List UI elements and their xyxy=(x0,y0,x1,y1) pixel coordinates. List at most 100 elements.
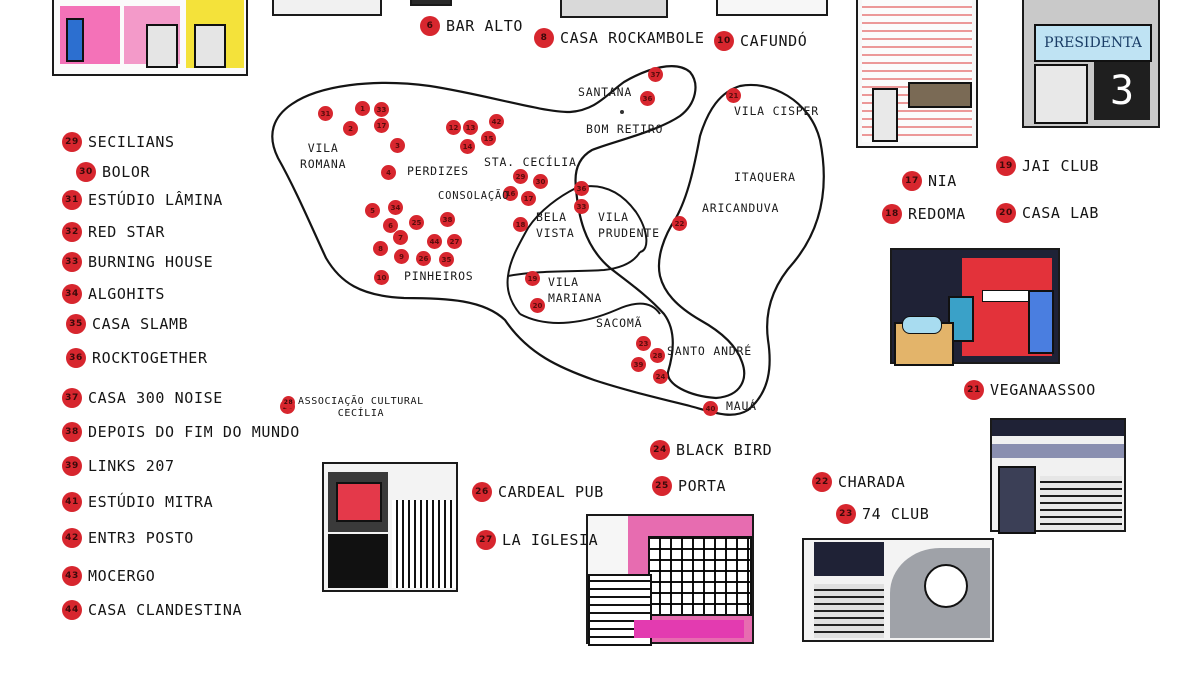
santana-dot xyxy=(620,110,624,114)
building-red-tower xyxy=(856,0,978,148)
legend-name: MOCERGO xyxy=(88,567,156,585)
map-pin[interactable]: 30 xyxy=(533,174,548,189)
venue-badge: 25 xyxy=(652,476,672,496)
map-pin[interactable]: 9 xyxy=(394,249,409,264)
map-pin[interactable]: 18 xyxy=(513,217,528,232)
map-pin[interactable]: 10 xyxy=(374,270,389,285)
venue-badge: 19 xyxy=(996,156,1016,176)
venue-name: REDOMA xyxy=(908,205,966,223)
venue-24: 24 BLACK BIRD xyxy=(650,440,772,460)
venue-6: 6 BAR ALTO xyxy=(420,16,523,36)
city-outline xyxy=(271,65,825,416)
district-bela-vista: BELA VISTA xyxy=(536,210,575,240)
venue-name: JAI CLUB xyxy=(1022,157,1100,175)
map-pin[interactable]: 5 xyxy=(365,203,380,218)
venue-name: CHARADA xyxy=(838,473,906,491)
venue-23: 23 74 CLUB xyxy=(836,504,929,524)
legend-badge: 44 xyxy=(62,600,82,620)
venue-21: 21 VEGANAASSOO xyxy=(964,380,1096,400)
map-pin[interactable]: 14 xyxy=(460,139,475,154)
venue-19: 19 JAI CLUB xyxy=(996,156,1099,176)
map-pin[interactable]: 39 xyxy=(631,357,646,372)
map-pin[interactable]: 35 xyxy=(439,252,454,267)
district-consolacao: CONSOLAÇÃO xyxy=(438,190,510,202)
building-top-left xyxy=(52,0,248,76)
map-pin[interactable]: 22 xyxy=(672,216,687,231)
legend-badge: 29 xyxy=(62,132,82,152)
map-pin[interactable]: 34 xyxy=(388,200,403,215)
building-top-3 xyxy=(410,0,452,6)
map-pin[interactable]: 24 xyxy=(653,369,668,384)
map-pin[interactable]: 37 xyxy=(648,67,663,82)
building-top-2 xyxy=(272,0,382,16)
map-pin[interactable]: 29 xyxy=(513,169,528,184)
venue-name: CASA LAB xyxy=(1022,204,1100,222)
venue-badge: 27 xyxy=(476,530,496,550)
map-pin[interactable]: 33 xyxy=(574,199,589,214)
map-pin[interactable]: 44 xyxy=(427,234,442,249)
map-pin[interactable]: 42 xyxy=(489,114,504,129)
map-pin[interactable]: 38 xyxy=(440,212,455,227)
map-pin[interactable]: 40 xyxy=(703,401,718,416)
building-veganaassoo xyxy=(990,418,1126,534)
map-pin[interactable]: 16 xyxy=(503,186,518,201)
building-presidenta: PRESIDENTA 3 xyxy=(1022,0,1160,128)
venue-badge: 20 xyxy=(996,203,1016,223)
venue-name: CAFUNDÓ xyxy=(740,32,808,50)
legend-badge: 38 xyxy=(62,422,82,442)
map-pin[interactable]: 13 xyxy=(463,120,478,135)
venue-10: 10 CAFUNDÓ xyxy=(714,31,807,51)
map-pin[interactable]: 1 xyxy=(355,101,370,116)
map-pin[interactable]: 20 xyxy=(530,298,545,313)
building-top-4 xyxy=(560,0,668,18)
map-pin[interactable]: 36 xyxy=(640,91,655,106)
legend-name: RED STAR xyxy=(88,223,166,241)
map-pin[interactable]: 19 xyxy=(525,271,540,286)
map-pin[interactable]: 6 xyxy=(383,218,398,233)
legend-badge: 39 xyxy=(62,456,82,476)
venue-name: CARDEAL PUB xyxy=(498,483,604,501)
map-pin[interactable]: 17 xyxy=(374,118,389,133)
map-pin[interactable]: 33 xyxy=(374,102,389,117)
venue-badge: 10 xyxy=(714,31,734,51)
venue-name: BAR ALTO xyxy=(446,17,524,35)
legend-badge: 36 xyxy=(66,348,86,368)
legend-badge: 41 xyxy=(62,492,82,512)
map-pin[interactable]: 25 xyxy=(409,215,424,230)
map-pin[interactable]: 27 xyxy=(447,234,462,249)
venue-18: 18 REDOMA xyxy=(882,204,966,224)
map-pin[interactable]: 12 xyxy=(446,120,461,135)
map-pin[interactable]: 3 xyxy=(390,138,405,153)
map-pin[interactable]: 15 xyxy=(481,131,496,146)
map-pin[interactable]: 17 xyxy=(521,191,536,206)
map-pin[interactable]: 7 xyxy=(393,230,408,245)
map-pin[interactable]: 4 xyxy=(381,165,396,180)
venue-name: LA IGLESIA xyxy=(502,531,599,549)
legend-name: SECILIANS xyxy=(88,133,175,151)
map-pin[interactable]: 31 xyxy=(318,106,333,121)
map-pin[interactable]: 8 xyxy=(373,241,388,256)
venue-28: 28 ASSOCIAÇÃO CULTURAL CECÍLIA xyxy=(282,396,424,420)
legend-name: CASA CLANDESTINA xyxy=(88,601,243,619)
map-pin[interactable]: 23 xyxy=(636,336,651,351)
district-aricanduva: ARICANDUVA xyxy=(702,201,780,215)
map-pin[interactable]: 21 xyxy=(726,88,741,103)
district-perdizes: PERDIZES xyxy=(407,164,469,178)
venue-name: VEGANAASSOO xyxy=(990,381,1096,399)
venue-badge: 26 xyxy=(472,482,492,502)
map-pin[interactable]: 28 xyxy=(650,348,665,363)
venue-name: 74 CLUB xyxy=(862,505,930,523)
district-pinheiros: PINHEIROS xyxy=(404,269,474,283)
legend-badge: 42 xyxy=(62,528,82,548)
map-pin[interactable]: 26 xyxy=(416,251,431,266)
venue-badge: 21 xyxy=(964,380,984,400)
map-pin[interactable]: 2 xyxy=(343,121,358,136)
map-pin[interactable]: 36 xyxy=(574,181,589,196)
